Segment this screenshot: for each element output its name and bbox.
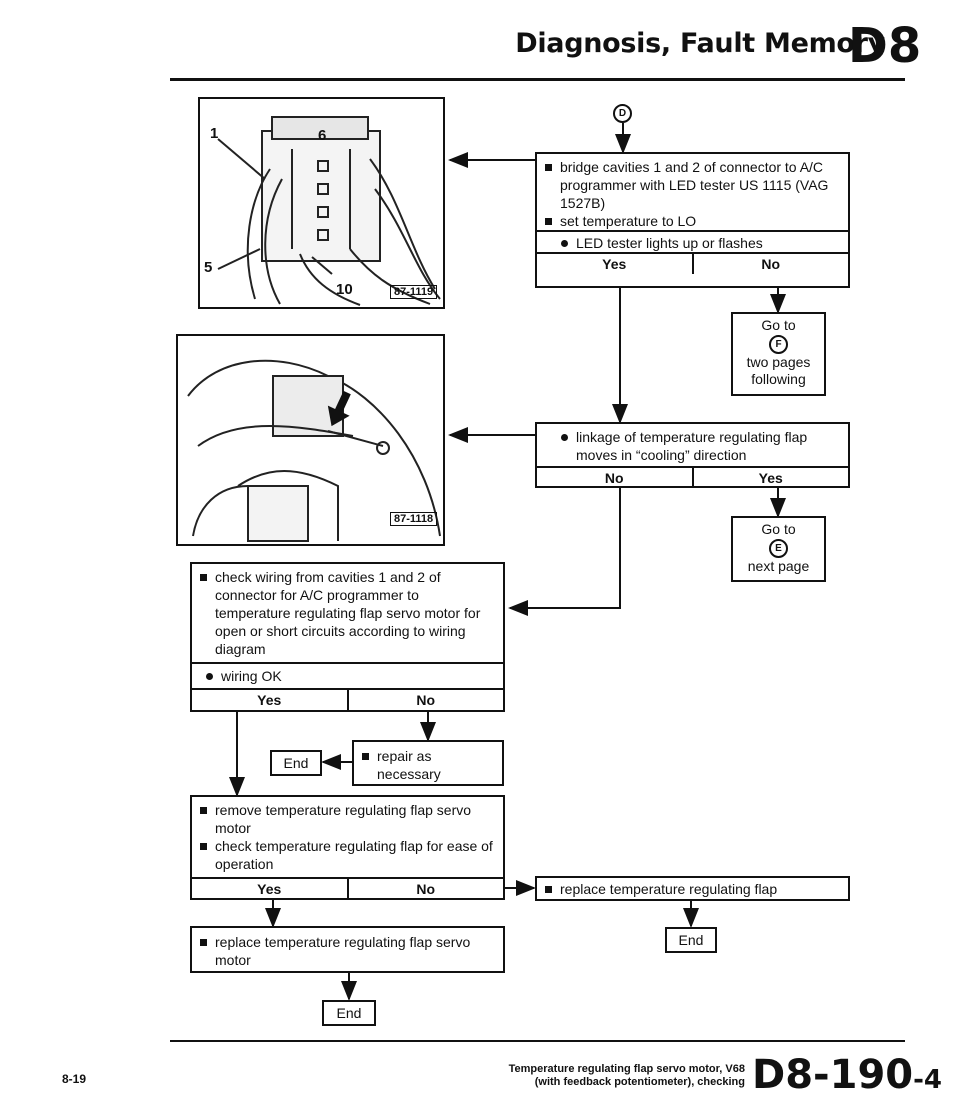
end-box-repair: End xyxy=(270,750,322,776)
figure2-ref: 87-1118 xyxy=(390,512,438,526)
marker-e: E xyxy=(769,539,788,558)
replace-flap-text: replace temperature regulating flap xyxy=(543,880,842,898)
goto-f-text: two pages following xyxy=(746,354,811,387)
repair-box: repair as necessary xyxy=(352,740,504,786)
step1-yes: Yes xyxy=(602,256,627,272)
start-marker: D xyxy=(613,103,632,123)
goto-e-box: Go to E next page xyxy=(731,516,826,582)
goto-f-label: Go to xyxy=(761,317,796,333)
step3-question: wiring OK xyxy=(198,667,497,685)
step3-line-1: check wiring from cavities 1 and 2 of co… xyxy=(198,568,497,658)
replace-motor-box: replace temperature regulating flap serv… xyxy=(190,926,505,973)
step2-answers: No Yes xyxy=(537,466,848,488)
step4-yes: Yes xyxy=(257,881,282,897)
end-box-flap: End xyxy=(665,927,717,953)
page-title: Diagnosis, Fault Memory xyxy=(515,28,885,59)
step1-no: No xyxy=(691,254,849,274)
replace-motor-text: replace temperature regulating flap serv… xyxy=(198,933,497,969)
step1-line-2: set temperature to LO xyxy=(543,212,842,230)
step1-box: bridge cavities 1 and 2 of connector to … xyxy=(535,152,850,288)
step3-answers: Yes No xyxy=(192,688,503,710)
step4-answers: Yes No xyxy=(192,877,503,899)
repair-text: repair as necessary xyxy=(360,747,496,783)
footer-caption-line1: Temperature regulating flap servo motor,… xyxy=(508,1063,745,1075)
callout-10: 10 xyxy=(336,281,353,298)
footer-caption-line2: (with feedback potentiometer), checking xyxy=(534,1076,745,1088)
step3-box: check wiring from cavities 1 and 2 of co… xyxy=(190,562,505,712)
step1-line-1: bridge cavities 1 and 2 of connector to … xyxy=(543,158,842,212)
step2-no: No xyxy=(604,470,624,486)
step3-no: No xyxy=(346,690,504,710)
step4-no: No xyxy=(346,879,504,899)
step1-question: LED tester lights up or flashes xyxy=(543,234,842,252)
step4-line-1: remove temperature regulating flap servo… xyxy=(198,801,497,837)
servo-illustration xyxy=(187,359,441,542)
marker-d: D xyxy=(613,104,632,123)
connector-illustration xyxy=(217,116,441,306)
marker-f: F xyxy=(769,335,788,354)
callout-5: 5 xyxy=(204,259,213,276)
header-rule xyxy=(170,78,905,81)
footer-page-code: D8-190-4 xyxy=(752,1052,942,1098)
step2-yes: Yes xyxy=(691,468,849,488)
figure-connector: 1 6 5 10 87-1119 xyxy=(198,97,445,309)
footer-caption: Temperature regulating flap servo motor,… xyxy=(470,1063,745,1089)
step4-box: remove temperature regulating flap servo… xyxy=(190,795,505,900)
goto-e-text: next page xyxy=(747,558,810,574)
footer-rule xyxy=(170,1040,905,1042)
goto-f-box: Go to F two pages following xyxy=(731,312,826,396)
figure1-ref: 87-1119 xyxy=(390,285,438,299)
replace-flap-box: replace temperature regulating flap xyxy=(535,876,850,901)
step4-line-2: check temperature regulating flap for ea… xyxy=(198,837,497,873)
step2-question: linkage of temperature regulating flap m… xyxy=(543,428,842,464)
callout-6: 6 xyxy=(318,127,327,144)
footer-code-main: D8-190 xyxy=(752,1052,914,1098)
footer-page-ref: 8-19 xyxy=(62,1072,87,1086)
goto-e-label: Go to xyxy=(761,521,796,537)
step2-box: linkage of temperature regulating flap m… xyxy=(535,422,850,488)
step3-yes: Yes xyxy=(257,692,282,708)
end-box-motor: End xyxy=(322,1000,376,1026)
header-section-code: D8 xyxy=(848,18,922,74)
callout-1: 1 xyxy=(210,125,219,142)
footer-code-sub: -4 xyxy=(913,1065,943,1095)
figure-servo-motor: 87-1118 xyxy=(176,334,445,546)
step1-answers: Yes No xyxy=(537,252,848,274)
